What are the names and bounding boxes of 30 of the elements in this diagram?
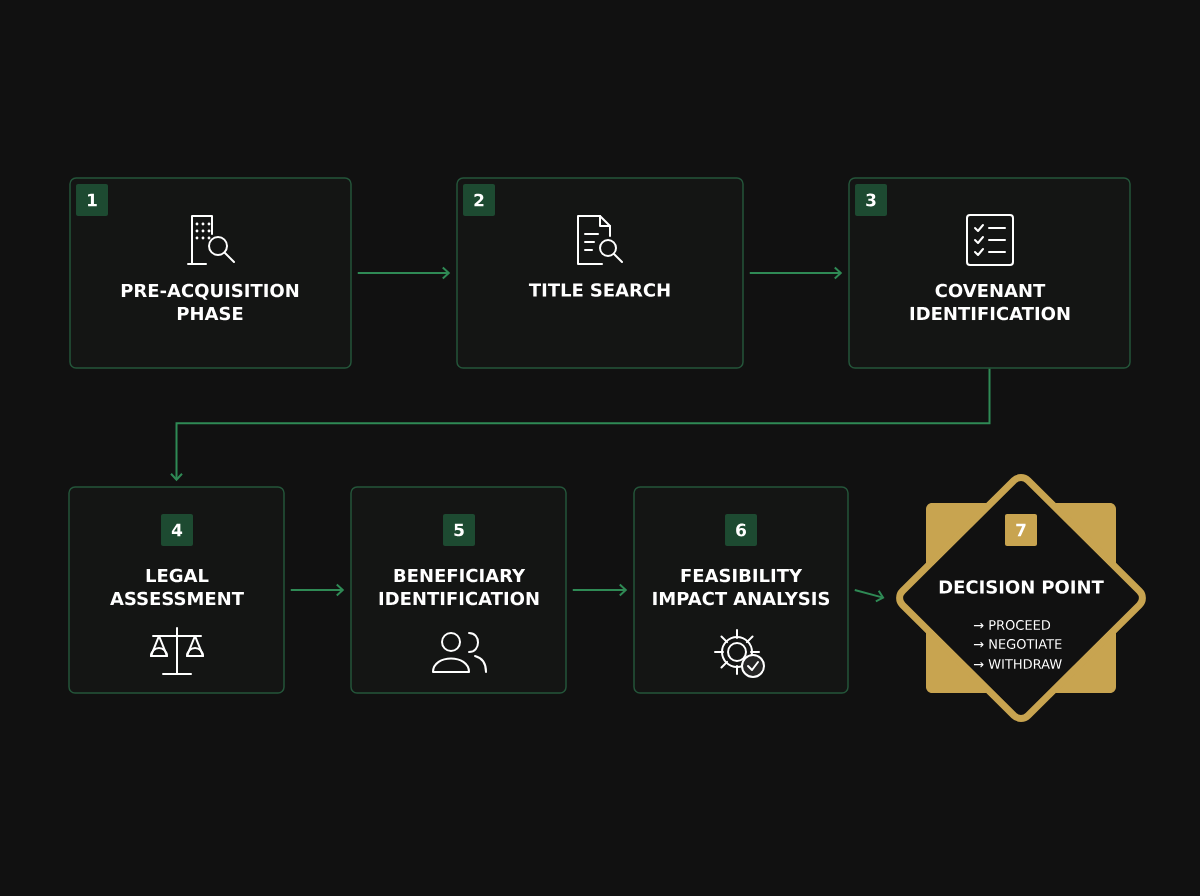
step-title: BENEFICIARY IDENTIFICATION bbox=[379, 568, 539, 606]
option-item: → NEGOTIATE bbox=[973, 639, 1062, 649]
option-item: → WITHDRAW bbox=[973, 659, 1062, 669]
number-badge: 4 bbox=[161, 514, 193, 546]
number-badge: 2 bbox=[463, 184, 495, 216]
number-badge: 5 bbox=[443, 514, 475, 546]
arrow bbox=[170, 367, 991, 482]
process-box bbox=[69, 177, 352, 369]
decision-star bbox=[896, 474, 1146, 722]
process-box bbox=[68, 486, 285, 694]
step-title: FEASIBILITY IMPACT ANALYSIS bbox=[653, 568, 830, 606]
step-title: DECISION POINT bbox=[939, 580, 1104, 594]
number-badge: 3 bbox=[855, 184, 887, 216]
arrow bbox=[571, 583, 628, 597]
step-title: PRE-ACQUISITION PHASE bbox=[121, 283, 299, 321]
step-title: TITLE SEARCH bbox=[528, 283, 670, 297]
number-badge: 1 bbox=[76, 184, 108, 216]
option-item: → PROCEED bbox=[973, 620, 1051, 630]
number-badge: 7 bbox=[1005, 514, 1037, 546]
arrow bbox=[356, 266, 451, 280]
step-title: COVENANT IDENTIFICATION bbox=[910, 283, 1070, 321]
arrow bbox=[853, 589, 885, 603]
process-box bbox=[456, 177, 744, 369]
number-badge: 6 bbox=[725, 514, 757, 546]
process-box bbox=[633, 486, 849, 694]
step-title: LEGAL ASSESSMENT bbox=[110, 568, 244, 606]
arrow bbox=[289, 583, 345, 597]
process-box bbox=[350, 486, 567, 694]
arrow bbox=[748, 266, 843, 280]
process-box bbox=[848, 177, 1131, 369]
